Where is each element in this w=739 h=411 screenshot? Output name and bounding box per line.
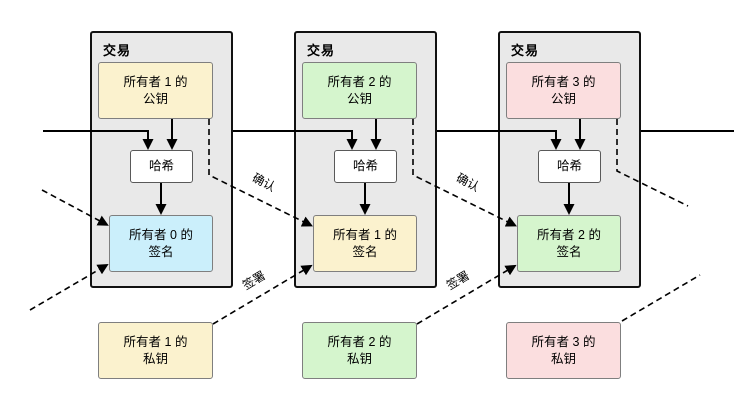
- hash-3-label: 哈希: [556, 159, 582, 174]
- hash-2-label: 哈希: [352, 159, 378, 174]
- private-key-2-line1: 所有者 2 的: [327, 334, 392, 349]
- public-key-1-line2: 公钥: [142, 91, 168, 106]
- hash-1-label: 哈希: [148, 159, 174, 174]
- public-key-3-line1: 所有者 3 的: [531, 74, 596, 89]
- signature-1-line1: 所有者 0 的: [129, 227, 193, 242]
- public-key-1-line1: 所有者 1 的: [123, 74, 188, 89]
- verify-label-1: 确认: [250, 171, 278, 195]
- private-key-box-2: 所有者 2 的 私钥: [302, 322, 417, 379]
- private-key-box-1: 所有者 1 的 私钥: [98, 322, 213, 379]
- signature-box-3: 所有者 2 的 签名: [517, 215, 621, 272]
- verify-label-2: 确认: [454, 171, 482, 195]
- public-key-3-line2: 公钥: [550, 91, 576, 106]
- private-key-box-3: 所有者 3 的 私钥: [506, 322, 621, 379]
- public-key-box-3: 所有者 3 的 公钥: [506, 62, 621, 119]
- signature-3-line2: 签名: [556, 244, 582, 259]
- signature-3-line1: 所有者 2 的: [537, 227, 601, 242]
- private-key-2-line2: 私钥: [346, 351, 372, 366]
- private-key-1-line2: 私钥: [142, 351, 168, 366]
- signature-1-line2: 签名: [148, 244, 174, 259]
- signature-2-line2: 签名: [352, 244, 378, 259]
- transaction-title-1: 交易: [103, 43, 132, 58]
- private-key-3-line2: 私钥: [550, 351, 576, 366]
- private-key-3-line1: 所有者 3 的: [531, 334, 596, 349]
- signature-box-2: 所有者 1 的 签名: [313, 215, 417, 272]
- sign-label-2: 签署: [444, 268, 472, 293]
- public-key-box-1: 所有者 1 的 公钥: [98, 62, 213, 119]
- public-key-2-line2: 公钥: [346, 91, 372, 106]
- signature-2-line1: 所有者 1 的: [333, 227, 397, 242]
- transaction-title-3: 交易: [511, 43, 540, 58]
- sign-label-1: 签署: [240, 268, 268, 293]
- public-key-2-line1: 所有者 2 的: [327, 74, 392, 89]
- signature-box-1: 所有者 0 的 签名: [109, 215, 213, 272]
- private-key-1-line1: 所有者 1 的: [123, 334, 188, 349]
- hash-box-2: 哈希: [334, 150, 397, 183]
- hash-box-3: 哈希: [538, 150, 601, 183]
- transaction-title-2: 交易: [307, 43, 336, 58]
- hash-box-1: 哈希: [130, 150, 193, 183]
- public-key-box-2: 所有者 2 的 公钥: [302, 62, 417, 119]
